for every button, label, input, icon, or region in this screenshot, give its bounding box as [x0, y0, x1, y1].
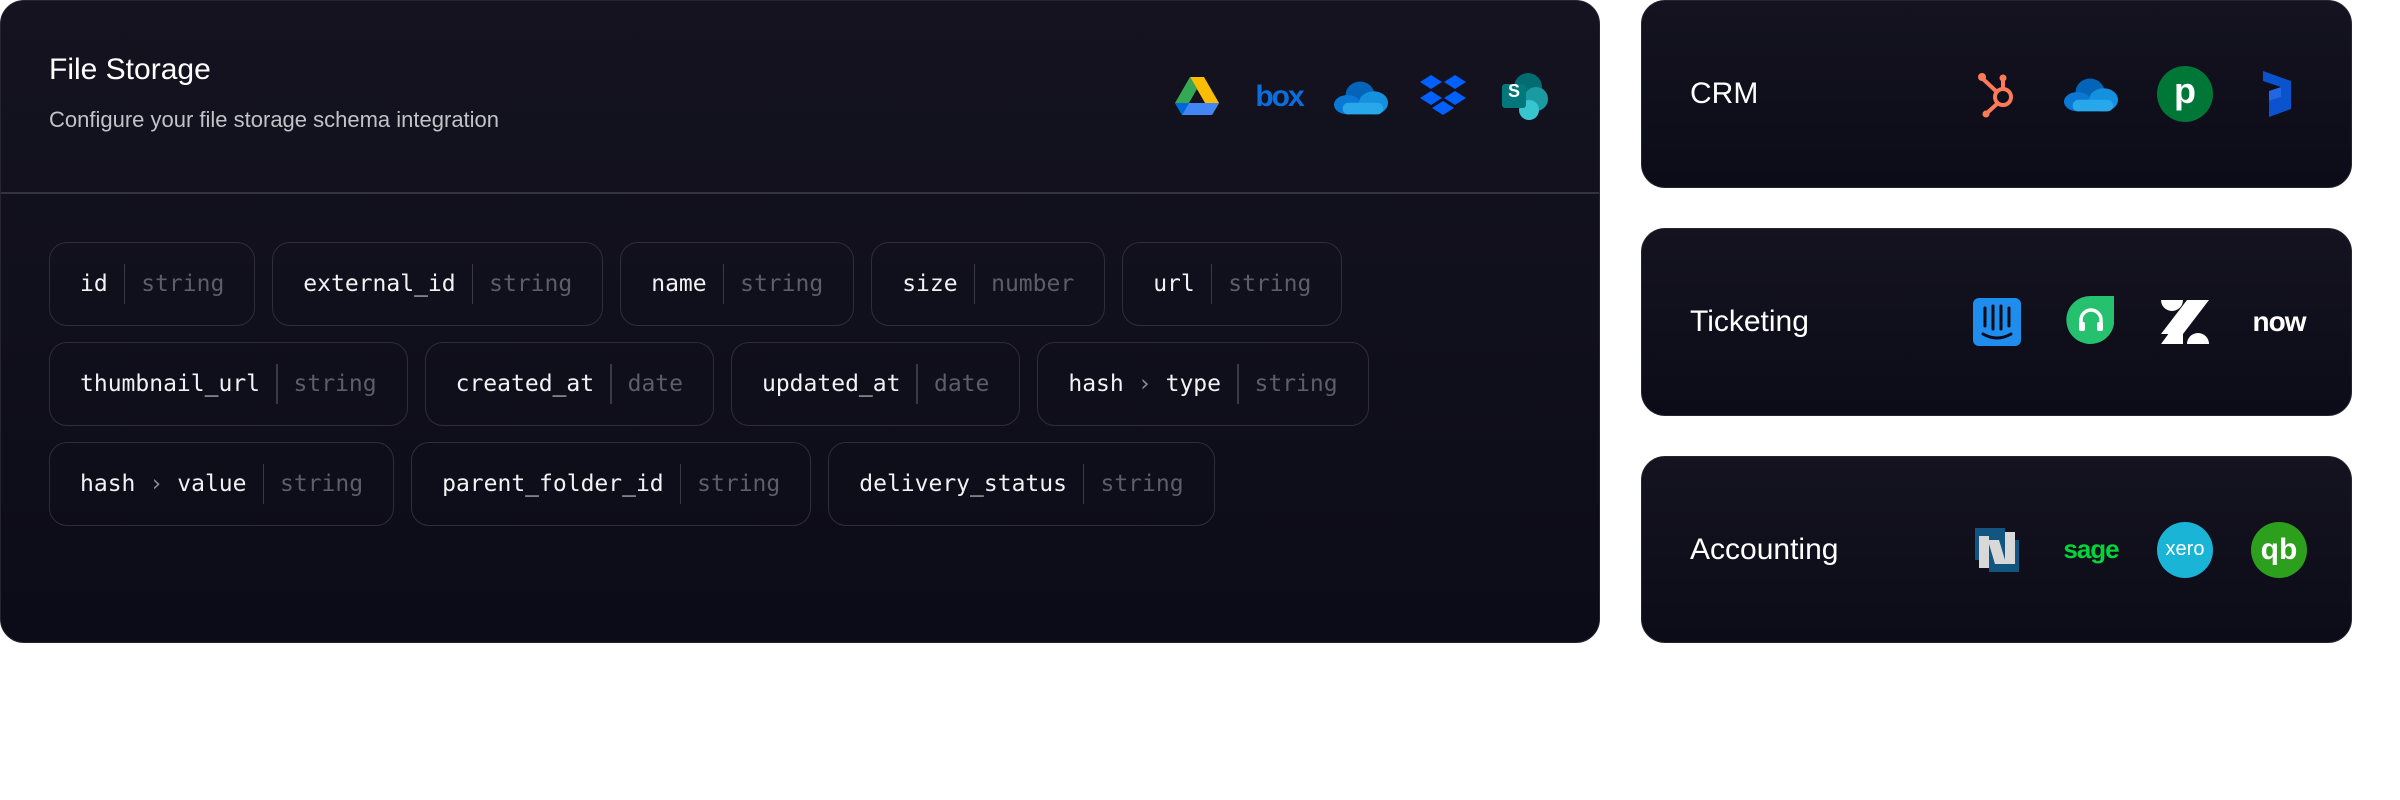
field-divider: [973, 264, 976, 304]
category-label: CRM: [1690, 77, 1759, 110]
field-type: string: [489, 271, 573, 297]
schema-field-pill[interactable]: external_id string: [272, 242, 604, 326]
field-divider: [276, 364, 278, 404]
category-label: Ticketing: [1690, 305, 1809, 338]
field-type: string: [697, 471, 781, 497]
field-divider: [679, 464, 682, 504]
freshdesk-icon: [2063, 294, 2119, 350]
field-type: date: [627, 371, 683, 397]
field-name: external_id: [303, 271, 456, 297]
field-name: delivery_status: [859, 471, 1067, 497]
field-type: string: [1100, 471, 1184, 497]
field-name: updated_at: [761, 371, 901, 397]
google-drive-icon: [1169, 69, 1225, 125]
field-type: number: [991, 271, 1075, 297]
field-name: hash: [1068, 371, 1124, 397]
schema-field-pill[interactable]: thumbnail_url string: [49, 342, 408, 426]
schema-field-pill[interactable]: updated_at date: [730, 342, 1021, 426]
field-divider: [123, 264, 126, 304]
field-name: url: [1153, 271, 1195, 297]
ticketing-logos: now: [1969, 294, 2307, 350]
onedrive-icon: [1333, 69, 1389, 125]
accounting-card[interactable]: Accounting sage xero qb: [1641, 456, 2352, 643]
crm-logos: p: [1969, 66, 2307, 122]
accounting-logos: sage xero qb: [1969, 521, 2307, 578]
field-divider: [722, 264, 725, 304]
file-storage-card: File Storage Configure your file storage…: [0, 0, 1600, 643]
field-divider: [1237, 364, 1239, 404]
field-type: string: [141, 271, 225, 297]
servicenow-icon: now: [2252, 306, 2307, 337]
field-name: name: [651, 271, 707, 297]
file-storage-logos: box S: [1169, 69, 1553, 125]
schema-field-pill[interactable]: created_at date: [424, 342, 714, 426]
intercom-icon: [1969, 294, 2025, 350]
field-type: string: [1228, 271, 1312, 297]
schema-field-pill[interactable]: hash › type string: [1037, 342, 1369, 426]
field-divider: [1082, 464, 1085, 504]
field-name: thumbnail_url: [80, 371, 261, 397]
field-type: string: [293, 371, 377, 397]
sharepoint-icon: S: [1497, 69, 1553, 125]
file-storage-header: File Storage Configure your file storage…: [1, 1, 1599, 194]
field-name: id: [80, 271, 108, 297]
field-name: size: [902, 271, 958, 297]
crm-card[interactable]: CRM p: [1641, 0, 2352, 188]
sage-icon: sage: [2063, 534, 2119, 564]
schema-field-pill[interactable]: size number: [871, 242, 1106, 326]
zendesk-icon: [2157, 294, 2213, 350]
hubspot-icon: [1969, 66, 2025, 122]
schema-field-pill[interactable]: url string: [1122, 242, 1343, 326]
field-name: created_at: [455, 371, 595, 397]
chevron-right-icon: ›: [149, 471, 164, 497]
field-divider: [471, 264, 474, 304]
pipedrive-icon: p: [2157, 66, 2213, 122]
field-type: string: [1254, 371, 1338, 397]
schema-field-pill[interactable]: parent_folder_id string: [411, 442, 812, 526]
field-name: hash: [80, 471, 136, 497]
ticketing-card[interactable]: Ticketing now: [1641, 228, 2352, 416]
card-subtitle: Configure your file storage schema integ…: [49, 107, 500, 132]
card-title: File Storage: [49, 53, 211, 86]
schema-field-pill[interactable]: name string: [620, 242, 855, 326]
onedrive-icon: [2063, 66, 2119, 122]
category-label: Accounting: [1690, 532, 1839, 566]
field-type: date: [933, 371, 990, 397]
chevron-right-icon: ›: [1137, 371, 1152, 397]
field-name: value: [177, 471, 247, 497]
field-divider: [1210, 264, 1213, 304]
box-icon: box: [1255, 80, 1304, 113]
dynamics-icon: [2251, 66, 2307, 122]
field-divider: [610, 364, 612, 404]
schema-field-pill[interactable]: id string: [49, 242, 256, 326]
field-name: parent_folder_id: [442, 471, 664, 497]
field-type: string: [280, 471, 364, 497]
field-divider: [262, 464, 264, 504]
xero-icon: xero: [2157, 521, 2213, 578]
field-divider: [916, 364, 918, 404]
schema-field-pill[interactable]: hash › value string: [49, 442, 395, 526]
field-name: type: [1165, 371, 1221, 397]
field-type: string: [740, 271, 824, 297]
netsuite-icon: [1969, 522, 2025, 578]
quickbooks-icon: qb: [2251, 521, 2307, 578]
dropbox-icon: [1415, 69, 1471, 125]
schema-field-pill[interactable]: delivery_status string: [828, 442, 1215, 526]
